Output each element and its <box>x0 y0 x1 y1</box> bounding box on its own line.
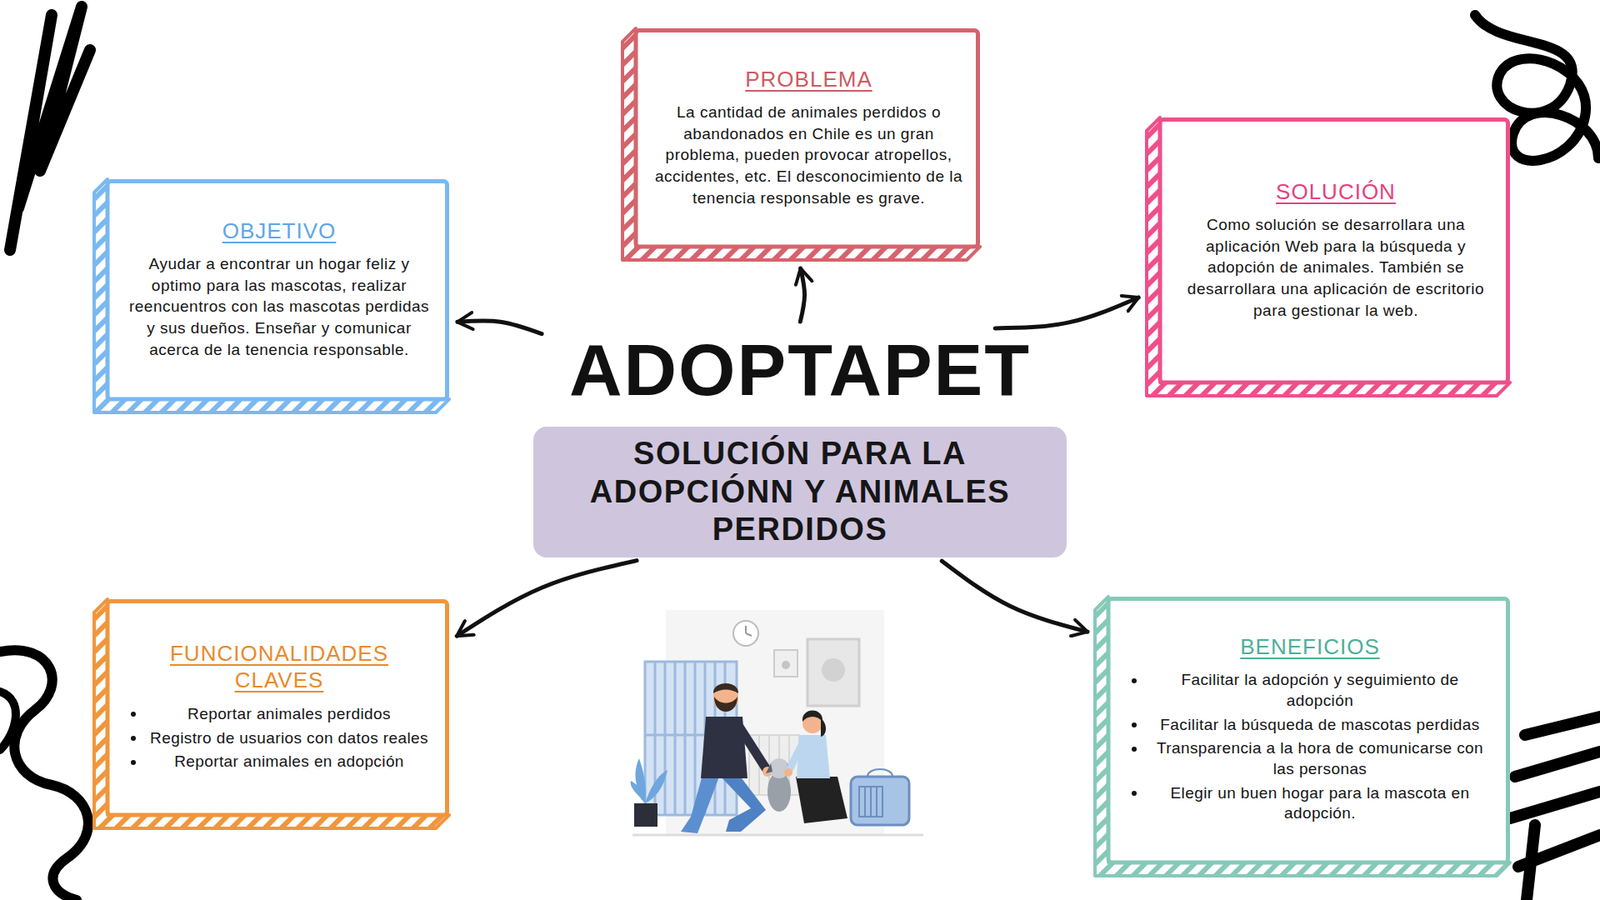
box-depth <box>1146 117 1510 396</box>
box-heading: PROBLEMA <box>654 65 964 94</box>
woman-hand <box>784 768 793 777</box>
picture-cat <box>821 658 845 682</box>
bullet-item: Facilitar la búsqueda de mascotas perdid… <box>1126 715 1494 736</box>
woman-legs <box>795 776 848 824</box>
box-heading: BENEFICIOS <box>1126 633 1494 661</box>
man-beard <box>713 683 739 712</box>
topic-box: PROBLEMA La cantidad de animales perdidos… <box>622 28 980 260</box>
connector-arrow <box>456 560 637 637</box>
wave-scribble <box>0 650 89 900</box>
man-leg <box>719 775 766 832</box>
topic-box: FUNCIONALIDADES CLAVES Reportar animales … <box>94 599 450 829</box>
topic-box: BENEFICIOS Facilitar la adopción y seguim… <box>1095 596 1510 876</box>
box-body: Como solución se desarrollara una aplica… <box>1178 214 1494 322</box>
box-body: La cantidad de animales perdidos o aband… <box>654 101 964 210</box>
box-depth-hatch <box>1146 117 1510 396</box>
man-leg <box>680 775 720 834</box>
box-depth <box>94 599 450 829</box>
zigzag-scribble <box>10 6 90 250</box>
central-title: ADOPTAPET <box>550 330 1050 410</box>
box-heading: FUNCIONALIDADES CLAVES <box>125 640 433 695</box>
bullet-item: Transparencia a la hora de comunicarse c… <box>1126 738 1494 780</box>
box-face <box>107 181 448 400</box>
carrier-door <box>859 769 893 817</box>
floor <box>632 834 924 837</box>
clock-hands <box>745 625 752 636</box>
clock <box>733 620 759 646</box>
connector-arrow <box>457 320 542 335</box>
box-depth-hatch <box>622 28 980 260</box>
woman-hair <box>802 710 826 738</box>
box-depth <box>94 179 450 413</box>
topic-box: SOLUCIÓN Como solución se desarrollara un… <box>1146 117 1510 396</box>
plant-leaves <box>630 758 668 804</box>
box-face <box>1160 120 1509 384</box>
bullet-item: Facilitar la adopción y seguimiento de a… <box>1126 670 1494 711</box>
hatch-scribble <box>1510 716 1600 900</box>
connector-arrow <box>995 297 1139 329</box>
box-outline <box>622 28 980 260</box>
subtitle-band: SOLUCIÓN PARA LA ADOPCIÓNN Y ANIMALES PE… <box>533 426 1067 558</box>
subtitle-text: SOLUCIÓN PARA LA ADOPCIÓNN Y ANIMALES PE… <box>548 435 1052 550</box>
box-heading: SOLUCIÓN <box>1178 178 1494 206</box>
box-face <box>107 601 448 816</box>
picture-frame <box>774 650 798 677</box>
bullet-item: Reportar animales en adopción <box>125 751 433 773</box>
man-arm <box>739 726 766 769</box>
box-outline <box>1146 117 1510 396</box>
wave-scribble <box>0 691 16 750</box>
box-body: Ayudar a encontrar un hogar feliz y opti… <box>125 253 433 361</box>
box-depth-hatch <box>1095 596 1510 876</box>
loop-scribble <box>1475 15 1599 161</box>
box-depth <box>622 28 980 260</box>
woman-arm <box>789 743 803 770</box>
plant-pot <box>634 803 658 827</box>
connector-arrow <box>800 268 805 322</box>
connector-arrow <box>941 560 1088 632</box>
adoption-scene <box>630 610 924 835</box>
box-outline <box>94 179 450 413</box>
paw-print <box>781 660 790 670</box>
box-heading: OBJETIVO <box>125 217 433 245</box>
box-face <box>635 30 979 248</box>
bullet-item: Reportar animales perdidos <box>125 704 433 725</box>
box-face <box>1108 599 1509 864</box>
box-depth <box>1095 596 1510 876</box>
bullet-item: Registro de usuarios con datos reales <box>125 728 433 750</box>
topic-box: OBJETIVO Ayudar a encontrar un hogar feli… <box>94 179 450 413</box>
picture-frame <box>807 639 860 706</box>
box-depth-hatch <box>94 179 450 413</box>
title-text: ADOPTAPET <box>555 331 1045 409</box>
bullet-item: Elegir un buen hogar para la mascota en … <box>1126 783 1494 825</box>
box-depth-hatch <box>94 599 450 829</box>
